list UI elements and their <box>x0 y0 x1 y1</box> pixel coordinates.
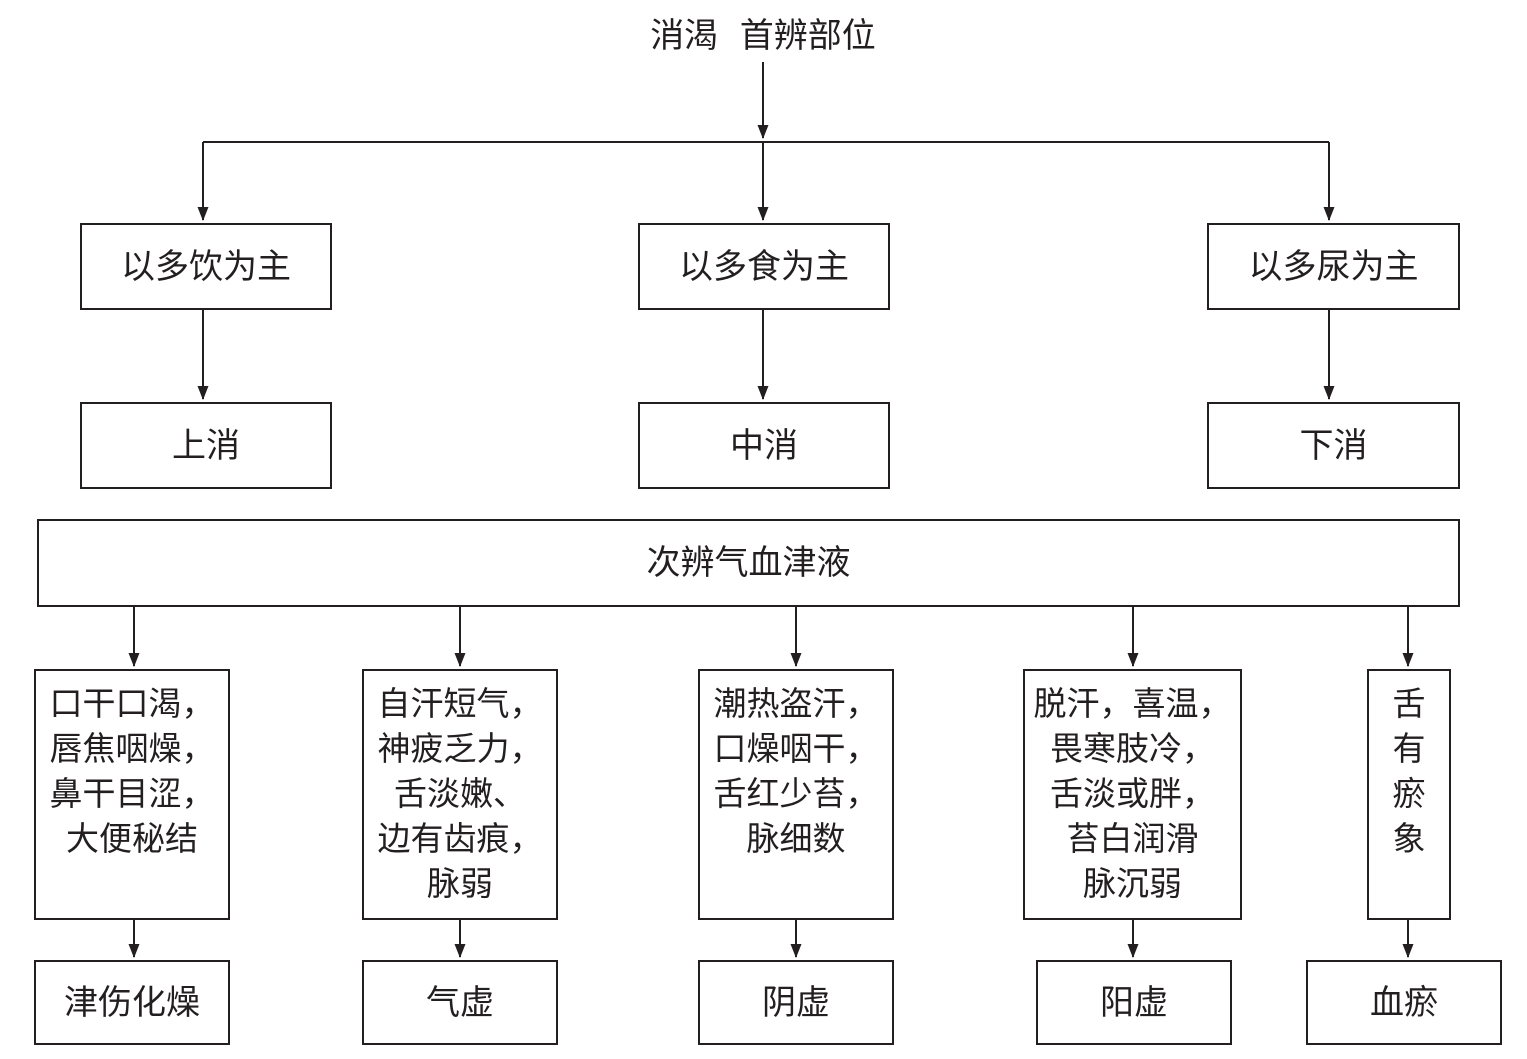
diagnosis-yin-deficiency: 阴虚 <box>698 960 894 1045</box>
symptom-line: 唇焦咽燥， <box>49 729 215 768</box>
diagnosis-yang-deficiency: 阳虚 <box>1036 960 1232 1045</box>
symptom-box-yin: 潮热盗汗， 口燥咽干， 舌红少苔， 脉细数 <box>698 669 894 920</box>
symptom-line: 有 <box>1392 729 1426 768</box>
symptom-line: 大便秘结 <box>66 819 198 858</box>
diagram-title: 消渴 首辨部位 <box>650 15 876 56</box>
symptom-line: 苔白润滑 <box>1066 819 1199 858</box>
symptom-box-qi: 自汗短气， 神疲乏力， 舌淡嫩、 边有齿痕， 脉弱 <box>362 669 558 920</box>
symptom-line: 瘀 <box>1392 774 1426 813</box>
symptom-box-blood-stasis: 舌 有 瘀 象 <box>1367 669 1451 920</box>
node-eating: 以多食为主 <box>638 223 890 310</box>
node-lower-xiao: 下消 <box>1207 402 1460 489</box>
symptom-line: 舌淡或胖， <box>1050 774 1215 813</box>
symptom-line: 舌 <box>1392 684 1426 723</box>
symptom-line: 脉弱 <box>427 864 493 903</box>
symptom-line: 潮热盗汗， <box>713 684 879 723</box>
symptom-line: 舌红少苔， <box>713 774 879 813</box>
diagnosis-qi-deficiency: 气虚 <box>362 960 558 1045</box>
symptom-line: 自汗短气， <box>377 684 543 723</box>
symptom-line: 舌淡嫩、 <box>394 774 526 813</box>
node-upper-xiao: 上消 <box>80 402 332 489</box>
symptom-line: 鼻干目涩， <box>49 774 215 813</box>
symptom-line: 神疲乏力， <box>377 729 543 768</box>
node-urination: 以多尿为主 <box>1207 223 1460 310</box>
symptom-line: 边有齿痕， <box>377 819 543 858</box>
symptom-line: 脉细数 <box>746 819 846 858</box>
diagnosis-fluid-dryness: 津伤化燥 <box>34 960 230 1045</box>
symptom-line: 口燥咽干， <box>713 729 879 768</box>
diagnosis-blood-stasis: 血瘀 <box>1306 960 1502 1045</box>
symptom-line: 口干口渴， <box>49 684 215 723</box>
symptom-line: 畏寒肢冷， <box>1050 729 1215 768</box>
symptom-box-yang: 脱汗，喜温， 畏寒肢冷， 舌淡或胖， 苔白润滑 脉沉弱 <box>1023 669 1242 920</box>
symptom-box-fluid: 口干口渴， 唇焦咽燥， 鼻干目涩， 大便秘结 <box>34 669 230 920</box>
symptom-line: 象 <box>1392 819 1426 858</box>
node-middle-xiao: 中消 <box>638 402 890 489</box>
node-drinking: 以多饮为主 <box>80 223 332 310</box>
node-secondary-differentiation: 次辨气血津液 <box>37 519 1460 607</box>
symptom-line: 脱汗，喜温， <box>1033 684 1232 723</box>
symptom-line: 脉沉弱 <box>1083 864 1182 903</box>
